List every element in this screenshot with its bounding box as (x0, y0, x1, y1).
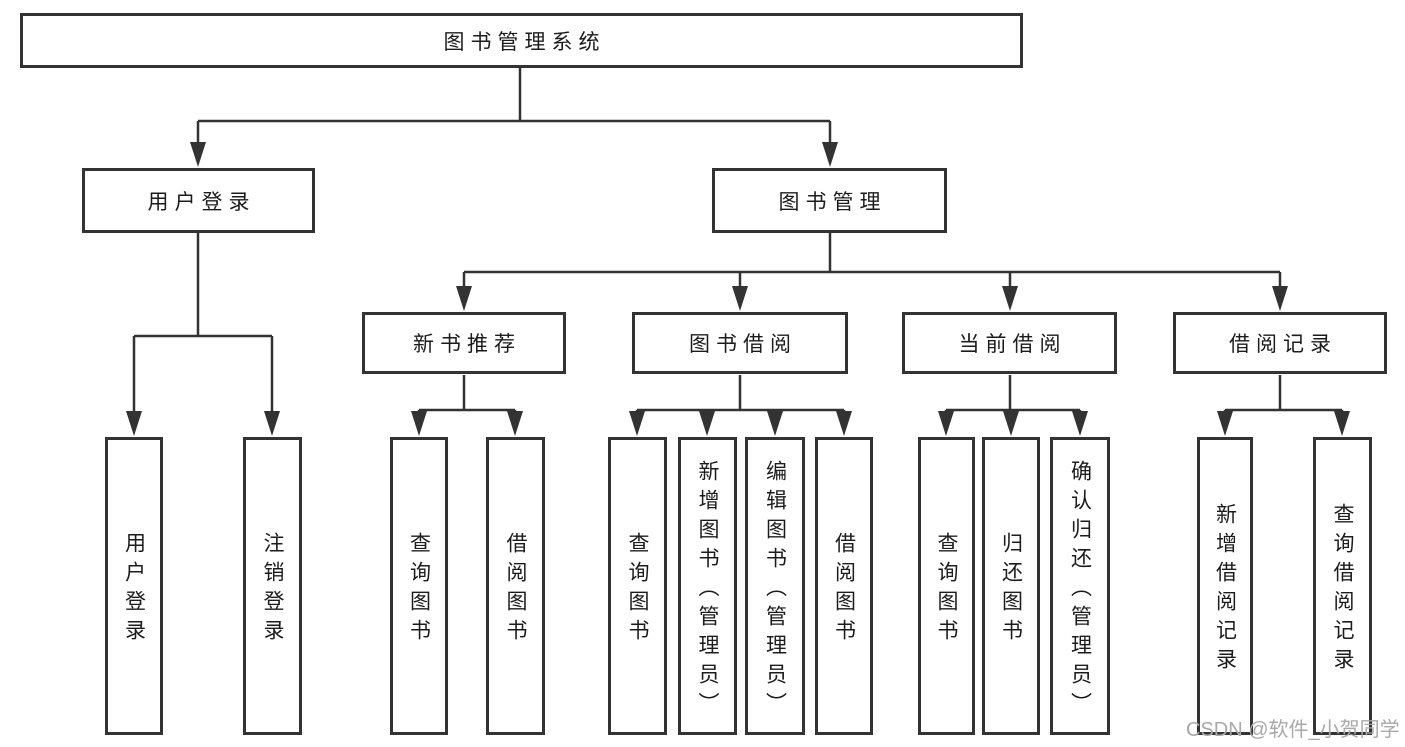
leaf-confirm-return-admin: 确认归还（管理员） (1050, 437, 1110, 735)
leaf-return-books-label: 归还图书 (999, 532, 1023, 648)
leaf-logout-label: 注销登录 (261, 532, 284, 648)
leaf-borrow-books-recommend: 借阅图书 (486, 437, 545, 735)
leaf-borrow-books-borrowing: 借阅图书 (815, 437, 873, 735)
node-book-borrowing-label: 图书借阅 (689, 333, 797, 356)
node-root-label: 图书管理系统 (443, 30, 606, 54)
node-book-management-module: 图书管理 (712, 168, 947, 233)
csdn-watermark: CSDN @软件_小贺同学 (1186, 719, 1400, 741)
node-borrowing-records: 借阅记录 (1173, 312, 1387, 374)
node-root-system: 图书管理系统 (20, 13, 1023, 68)
node-book-borrowing: 图书借阅 (632, 312, 848, 374)
leaf-confirm-return-admin-label: 确认归还（管理员） (1068, 459, 1092, 721)
leaf-borrow-books-recommend-label: 借阅图书 (504, 532, 527, 648)
leaf-add-books-admin: 新增图书（管理员） (678, 437, 737, 735)
node-borrowing-records-label: 借阅记录 (1229, 333, 1337, 356)
leaf-query-books-recommend: 查询图书 (390, 437, 448, 735)
leaf-add-borrow-record: 新增借阅记录 (1197, 437, 1253, 735)
leaf-add-books-admin-label: 新增图书（管理员） (696, 459, 719, 721)
node-new-book-recommend: 新书推荐 (362, 312, 566, 374)
leaf-logout: 注销登录 (243, 437, 302, 735)
leaf-query-books-borrowing-label: 查询图书 (626, 532, 649, 648)
leaf-add-borrow-record-label: 新增借阅记录 (1213, 503, 1237, 677)
leaf-return-books: 归还图书 (982, 437, 1040, 735)
leaf-query-books-recommend-label: 查询图书 (407, 532, 431, 648)
leaf-edit-books-admin-label: 编辑图书（管理员） (763, 459, 787, 721)
leaf-query-borrow-record: 查询借阅记录 (1313, 437, 1372, 735)
arrowheads (126, 142, 1350, 436)
node-current-borrowing-label: 当前借阅 (958, 333, 1067, 356)
node-book-management-label: 图书管理 (778, 190, 887, 214)
node-current-borrowing: 当前借阅 (902, 312, 1117, 374)
leaf-borrow-books-borrowing-label: 借阅图书 (832, 532, 856, 648)
leaf-query-books-borrowing: 查询图书 (608, 437, 667, 735)
leaf-user-login: 用户登录 (105, 437, 163, 735)
leaf-query-borrow-record-label: 查询借阅记录 (1331, 503, 1354, 677)
leaf-query-books-current: 查询图书 (918, 437, 975, 735)
leaf-user-login-label: 用户登录 (122, 532, 146, 648)
node-user-login-module: 用户登录 (82, 168, 315, 233)
leaf-query-books-current-label: 查询图书 (935, 532, 958, 648)
node-user-login-label: 用户登录 (147, 190, 256, 214)
node-new-book-recommend-label: 新书推荐 (413, 333, 521, 356)
leaf-edit-books-admin: 编辑图书（管理员） (745, 437, 805, 735)
